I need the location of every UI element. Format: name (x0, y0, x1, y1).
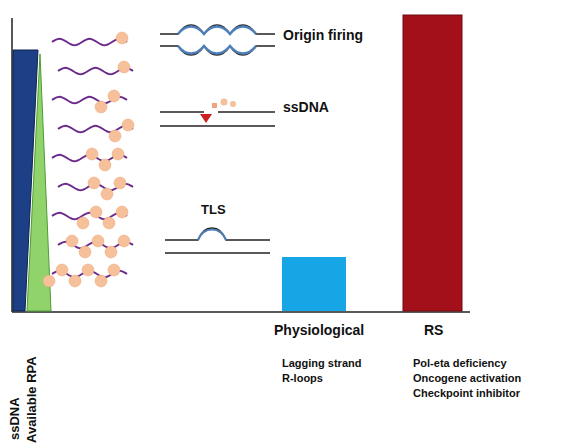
step-label: ssDNA (283, 99, 329, 115)
step-label: TLS (201, 203, 226, 218)
category-label: RS (424, 322, 443, 338)
origin-firing-symbol (160, 25, 275, 55)
rpa-triangle (27, 54, 51, 311)
rpa-coated-ssdna (43, 32, 134, 287)
axis-line (12, 311, 470, 313)
axis-label: Available RPA (25, 356, 40, 443)
rs-bar (403, 15, 462, 311)
axis-label: ssDNA (8, 397, 23, 440)
cause-label: Pol-eta deficiency (413, 357, 507, 370)
cause-label: Lagging strand (282, 357, 361, 370)
step-label: Origin firing (283, 27, 363, 43)
cause-label: R-loops (282, 372, 323, 385)
tls-symbol (165, 228, 270, 253)
physiological-bar (282, 257, 346, 311)
category-label: Physiological (274, 322, 364, 338)
cause-label: Oncogene activation (413, 372, 521, 385)
cause-label: Checkpoint inhibitor (413, 387, 520, 400)
ssdna-gap-symbol (160, 99, 275, 127)
